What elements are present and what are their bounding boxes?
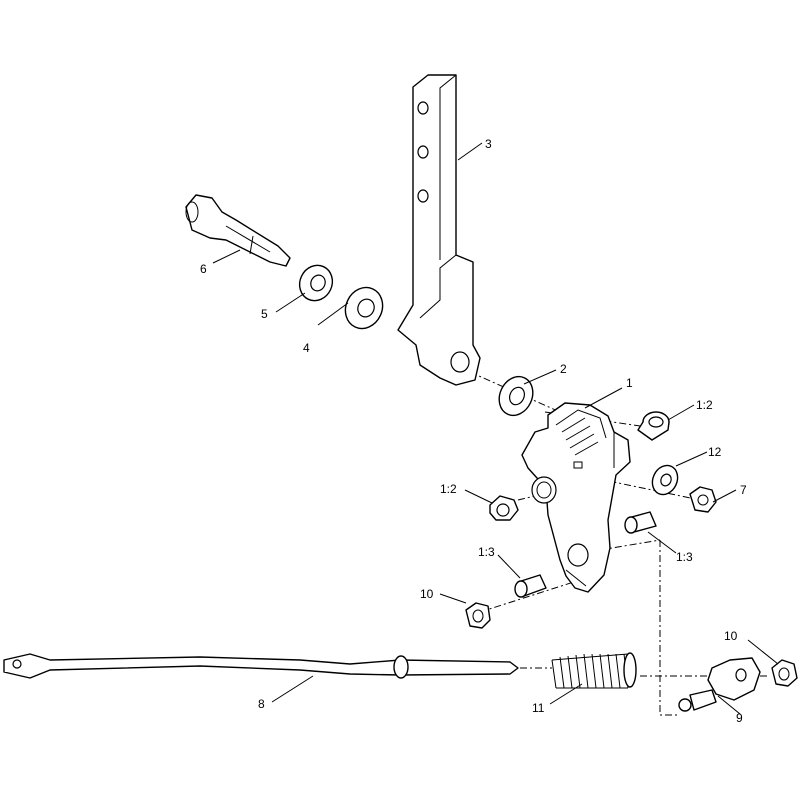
callout-10-left: 10 [420, 587, 434, 601]
leader-lines [212, 142, 779, 715]
callout-10-right: 10 [724, 629, 738, 643]
part-6-shoulder-bolt [185, 194, 291, 267]
arm-hole-2 [417, 145, 429, 159]
part-8-rod [3, 653, 519, 679]
part-10-nut-left [465, 602, 491, 629]
callout-6: 6 [200, 262, 207, 276]
callout-1-3-right: 1:3 [676, 550, 693, 564]
part-11-spring [551, 652, 637, 689]
part-5-washer [298, 264, 334, 302]
arm-hole-3 [417, 189, 429, 203]
callout-3: 3 [485, 137, 492, 151]
callout-9: 9 [736, 711, 743, 725]
callout-5: 5 [261, 307, 268, 321]
arm-hole-1 [417, 101, 429, 115]
callout-1: 1 [626, 376, 633, 390]
callout-4: 4 [303, 341, 310, 355]
part-2-washer [498, 375, 534, 417]
callouts: 1 2 3 4 5 6 7 8 9 10 10 11 12 1:2 1:2 1:… [200, 137, 747, 725]
callout-1-3-left: 1:3 [478, 545, 495, 559]
part-1-pivot-bracket [521, 402, 631, 593]
part-1-2-bushing-upper [637, 411, 670, 441]
part-1-2-bushing-lower [489, 495, 519, 521]
part-9-clevis [678, 657, 761, 712]
callout-7: 7 [740, 483, 747, 497]
part-10-nut-right [771, 659, 798, 687]
callout-12: 12 [708, 445, 722, 459]
arm-pivot-hole [450, 351, 470, 373]
part-3-arm [397, 74, 481, 386]
callout-8: 8 [258, 697, 265, 711]
part-1-3-spacer-right [624, 511, 657, 534]
callout-2: 2 [560, 362, 567, 376]
part-12-washer [651, 464, 679, 496]
callout-11: 11 [532, 701, 545, 715]
callout-1-2-lower: 1:2 [440, 482, 457, 496]
part-4-washer [344, 286, 384, 330]
callout-1-2-upper: 1:2 [696, 398, 713, 412]
part-7-nut [689, 486, 717, 513]
part-1-3-spacer-left [514, 574, 547, 598]
